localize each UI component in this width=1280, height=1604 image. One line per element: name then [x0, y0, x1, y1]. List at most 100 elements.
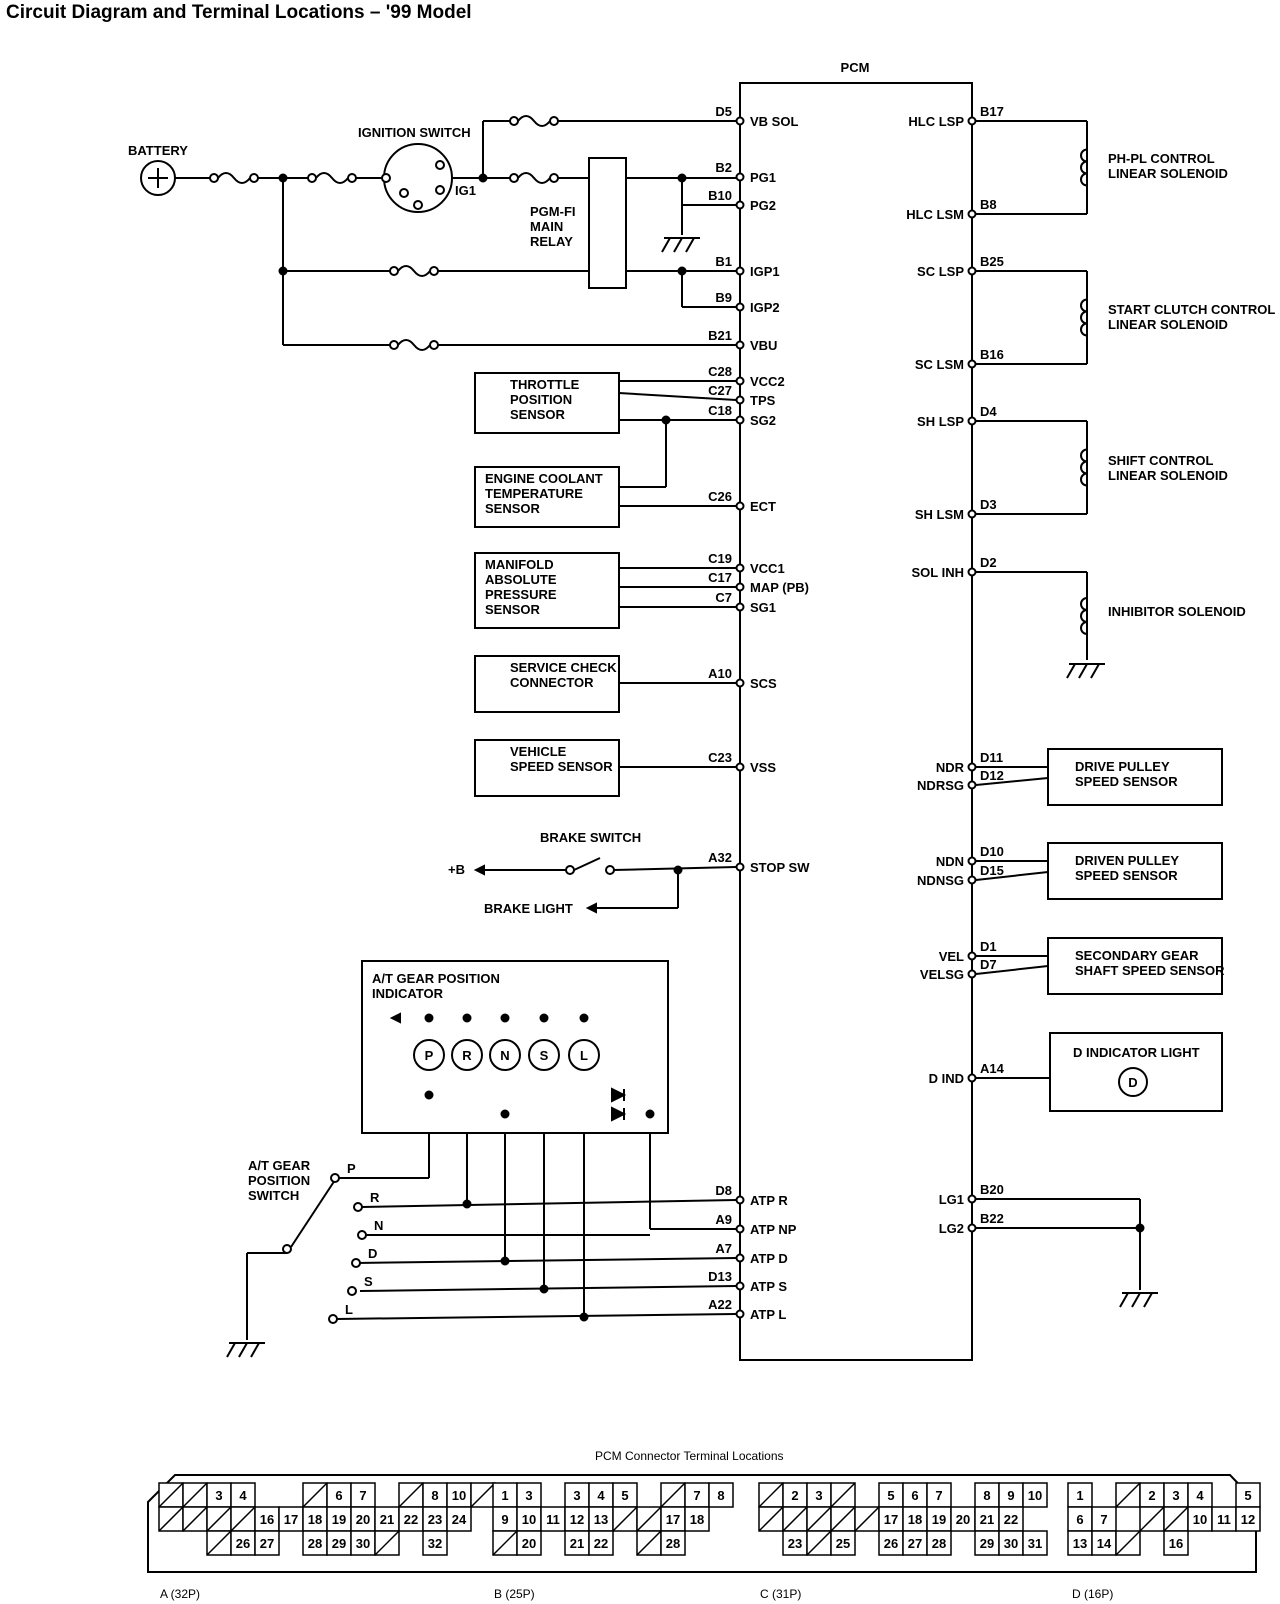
connector-d-pin-number: 7: [1100, 1512, 1107, 1527]
connector-label: C (31P): [760, 1587, 801, 1601]
start-clutch-control-linear-solenoid-label-line: LINEAR SOLENOID: [1108, 317, 1228, 332]
pcm-box: [739, 82, 973, 1361]
junction-dot: [677, 173, 687, 183]
ground-icon: [1078, 663, 1088, 679]
junction-dot: [645, 1109, 655, 1119]
connector-d-pin-number: 13: [1073, 1536, 1087, 1551]
connector-b-cell: [708, 1482, 734, 1508]
plus-b-label: +B: [448, 862, 465, 877]
diode-icon: [611, 1087, 627, 1103]
pcm-right-pin-name: VELSG: [920, 967, 964, 982]
throttle-position-sensor-label-line: POSITION: [510, 392, 572, 407]
pcm-left-pin-name: VSS: [750, 760, 776, 775]
pcm-left-pin-name: ATP NP: [750, 1222, 797, 1237]
pcm-right-pin-name: SH LSM: [915, 507, 964, 522]
pcm-right-pin-name: LG2: [939, 1221, 964, 1236]
terminal-ring: [509, 116, 519, 126]
ground-icon: [661, 237, 671, 253]
manifold-absolute-pressure-sensor-label-line: PRESSURE: [485, 587, 557, 602]
shift-control-linear-solenoid-label-line: LINEAR SOLENOID: [1108, 468, 1228, 483]
pcm-left-pin-code: A7: [715, 1241, 732, 1256]
indicator-lamp-icon: [413, 1039, 445, 1071]
connector-a-blank-cell: [206, 1530, 232, 1556]
pcm-right-pin-code: D12: [980, 768, 1004, 783]
terminal-ring: [381, 173, 391, 183]
junction-dot: [462, 1199, 472, 1209]
connector-b-pin-number: 4: [597, 1488, 605, 1503]
pcm-left-pin-name: STOP SW: [750, 860, 810, 875]
terminal-ring: [413, 200, 423, 210]
terminal-ring: [967, 875, 977, 885]
connector-a-blank-cell: [182, 1506, 208, 1532]
connector-a-cell: [230, 1482, 256, 1508]
solenoid-coil-icon: [1080, 148, 1088, 187]
connector-c-pin-number: 28: [932, 1536, 946, 1551]
terminal-ring: [967, 567, 977, 577]
pcm-right-pin-code: B16: [980, 347, 1004, 362]
d-indicator-lamp-icon: [1118, 1067, 1148, 1097]
connector-c-cell: [878, 1530, 904, 1556]
terminal-ring: [389, 340, 399, 350]
connector-c-pin-number: 2: [791, 1488, 798, 1503]
connector-b-pin-number: 1: [501, 1488, 508, 1503]
connector-b-blank-cell: [492, 1530, 518, 1556]
pcm-left-pin-name: VB SOL: [750, 114, 798, 129]
fuse-icon: [217, 172, 251, 184]
pcm-left-pin-code: A22: [708, 1297, 732, 1312]
terminal-ring: [967, 509, 977, 519]
pcm-left-pin-name: SG1: [750, 600, 776, 615]
connector-d-blank-cell: [1115, 1530, 1141, 1556]
connector-a-cell: [422, 1530, 448, 1556]
connector-d-cell: [1211, 1506, 1237, 1532]
terminal-ring: [735, 116, 745, 126]
connector-d-cell: [1235, 1506, 1261, 1532]
service-check-connector-label-line: SERVICE CHECK: [510, 660, 617, 675]
vehicle-speed-sensor: [474, 739, 620, 797]
connector-b-blank-cell: [612, 1506, 638, 1532]
connector-d-cell: [1163, 1482, 1189, 1508]
terminal-ring: [735, 678, 745, 688]
connector-c-cell: [1022, 1482, 1048, 1508]
terminal-ring: [605, 865, 615, 875]
ph-pl-control-linear-solenoid-label-line: PH-PL CONTROL: [1108, 151, 1215, 166]
junction-dot: [278, 173, 288, 183]
connector-c-cell: [1022, 1530, 1048, 1556]
arrow-icon: [473, 864, 485, 876]
junction-dot: [424, 1013, 434, 1023]
secondary-gear-shaft-speed-sensor-label-line: SHAFT SPEED SENSOR: [1075, 963, 1225, 978]
pcm-right-pin-name: HLC LSP: [908, 114, 964, 129]
indicator-lamp-icon: [568, 1039, 600, 1071]
connector-label: A (32P): [160, 1587, 200, 1601]
connector-a-pin-number: 6: [335, 1488, 342, 1503]
junction-dot: [500, 1013, 510, 1023]
terminal-ring: [967, 780, 977, 790]
brake-switch-label: BRAKE SWITCH: [540, 830, 641, 845]
connector-b-cell: [660, 1530, 686, 1556]
pcm-left-pin-code: D5: [715, 104, 732, 119]
pcm-left-pin-code: D13: [708, 1269, 732, 1284]
connector-c-pin-number: 5: [887, 1488, 894, 1503]
pcm-right-pin-name: VEL: [939, 949, 964, 964]
gear-position-letter: S: [364, 1274, 373, 1289]
terminal-ring: [735, 501, 745, 511]
pcm-left-pin-name: ATP R: [750, 1193, 788, 1208]
terminal-ring: [735, 602, 745, 612]
connector-a-pin-number: 28: [308, 1536, 322, 1551]
ground-icon: [250, 1342, 260, 1358]
connector-a-pin-number: 4: [239, 1488, 247, 1503]
connector-a-cell: [326, 1530, 352, 1556]
connector-d-pin-number: 10: [1193, 1512, 1207, 1527]
terminal-ring: [735, 266, 745, 276]
connector-c-blank-cell: [830, 1482, 856, 1508]
wire: [336, 1313, 737, 1320]
connector-a-blank-cell: [158, 1506, 184, 1532]
shift-control-linear-solenoid-label-line: SHIFT CONTROL: [1108, 453, 1213, 468]
gear-switch-wiper: [290, 1179, 336, 1248]
battery-label-line: BATTERY: [128, 143, 188, 158]
manifold-absolute-pressure-sensor-label-line: MANIFOLD: [485, 557, 554, 572]
gear-switch-label-line: SWITCH: [248, 1188, 299, 1203]
pcm-left-pin-code: A9: [715, 1212, 732, 1227]
pcm-right-pin-name: D IND: [929, 1071, 964, 1086]
connector-d-pin-number: 1: [1076, 1488, 1083, 1503]
